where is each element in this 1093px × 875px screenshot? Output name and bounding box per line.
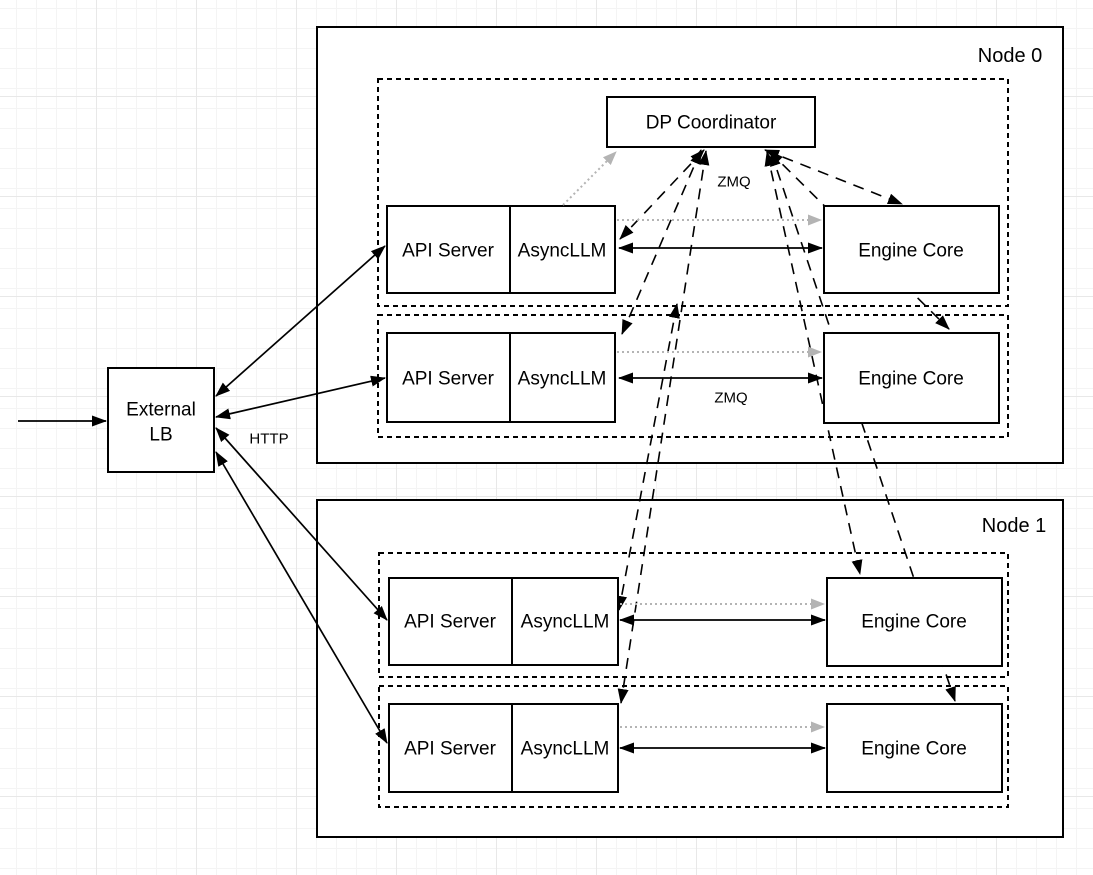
engine-core-label-n0r0: Engine Core: [858, 241, 964, 262]
asyncllm-label-n1r3: AsyncLLM: [521, 739, 610, 760]
engine-core-box-n0r1: [823, 332, 1000, 424]
engine-core-label-n1r2: Engine Core: [861, 612, 967, 633]
api-server-label-n0r1: API Server: [402, 369, 495, 390]
api-server-label-n1r2: API Server: [404, 612, 497, 633]
api-server-box-n1r3: [388, 703, 619, 793]
lb-http-arrow-n1r3: [215, 451, 388, 744]
external-lb-label-line1: External: [126, 400, 196, 421]
lb-http-arrow-n0r0: [215, 245, 386, 397]
coordinator-asyncllm-dashed-arrow-n1r3: [617, 150, 710, 704]
asyncllm-label-n0r1: AsyncLLM: [518, 369, 607, 390]
api-server-box-n0r0: [386, 205, 616, 294]
asyncllm-label-n1r2: AsyncLLM: [521, 612, 610, 633]
api-server-label-n1r3: API Server: [404, 739, 497, 760]
http-label: HTTP: [249, 431, 288, 448]
node1-label: Node 1: [982, 515, 1047, 537]
dp-coordinator-label: DP Coordinator: [646, 113, 777, 134]
external-lb-box: [107, 367, 215, 473]
node1-rank3-group: [378, 685, 1009, 808]
api-server-label-n0r0: API Server: [402, 241, 495, 262]
zmq-label-n0r1: ZMQ: [714, 390, 747, 407]
lb-http-arrow-n0r1: [215, 375, 386, 420]
engine-core-box-n1r2: [826, 577, 1003, 667]
zmq-label-n0r0: ZMQ: [717, 174, 750, 191]
engine-core-box-n0r0: [823, 205, 1000, 294]
external-lb-label-line2: LB: [149, 425, 172, 446]
engine-core-box-n1r3: [826, 703, 1003, 793]
dp-coordinator-box: [606, 96, 816, 148]
node0-label: Node 0: [978, 45, 1043, 67]
engine-core-label-n1r3: Engine Core: [861, 739, 967, 760]
api-server-box-n0r1: [386, 332, 616, 423]
engine-core-label-n0r1: Engine Core: [858, 369, 964, 390]
api-server-box-n1r2: [388, 577, 619, 666]
asyncllm-label-n0r0: AsyncLLM: [518, 241, 607, 262]
